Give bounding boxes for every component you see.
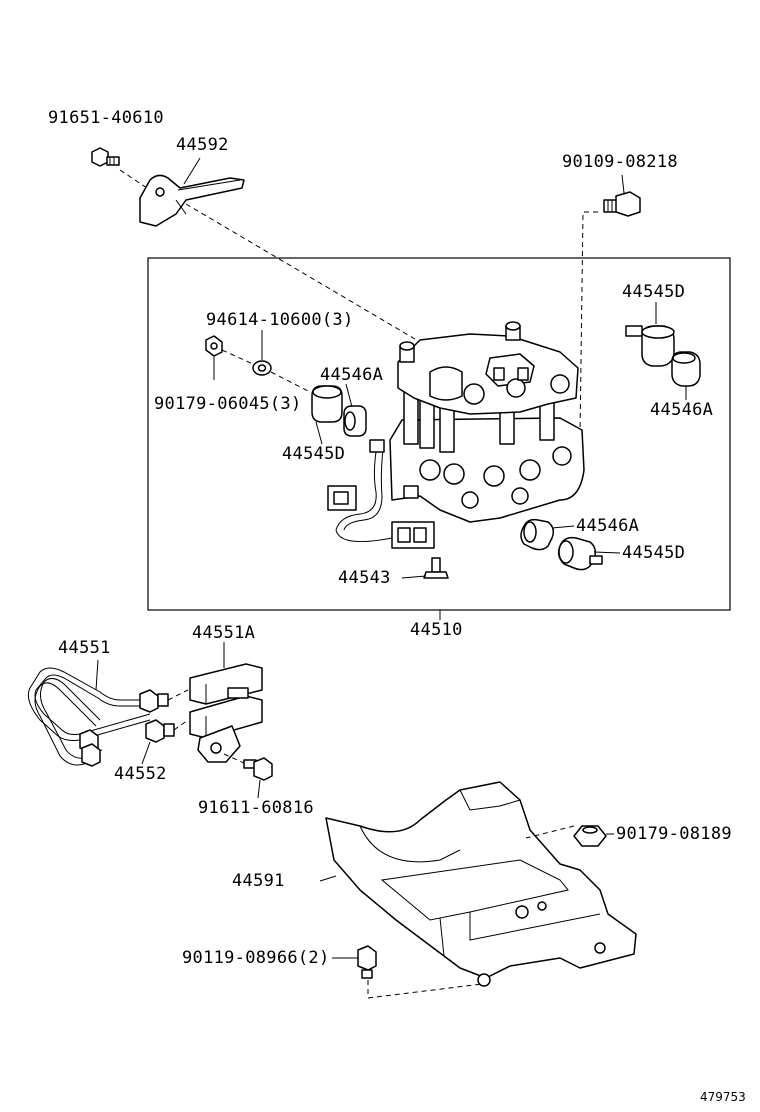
- label-44552: 44552: [114, 764, 167, 784]
- label-44545d-left: 44545D: [282, 444, 346, 464]
- label-91651-40610: 91651-40610: [48, 108, 164, 128]
- cylinder-44545d-left-icon: [311, 385, 343, 423]
- pin-44543-icon: [423, 557, 449, 579]
- bracket-44551a-icon: [189, 663, 263, 763]
- assembly-box-44510: [147, 257, 731, 611]
- label-44546a-right: 44546A: [650, 400, 714, 420]
- label-44551: 44551: [58, 638, 111, 658]
- cylinder-44545d-lower-icon: [557, 536, 603, 571]
- label-44546a-left: 44546A: [320, 365, 384, 385]
- label-90179-06045: 90179-06045(3): [154, 394, 302, 414]
- label-44545d-topright: 44545D: [622, 282, 686, 302]
- bolt-90109-icon: [603, 191, 641, 217]
- label-44546a-lower: 44546A: [576, 516, 640, 536]
- actuator-44510-icon: [327, 321, 585, 549]
- bolt-91651-icon: [91, 147, 120, 167]
- label-44591: 44591: [232, 871, 285, 891]
- nut-90179-08189-icon: [573, 825, 607, 847]
- bolt-91611-icon: [243, 757, 273, 781]
- label-90119-08966: 90119-08966(2): [182, 948, 330, 968]
- cylinder-44546a-lower-icon: [520, 518, 555, 551]
- bracket-44592-icon: [139, 174, 245, 227]
- label-44545d-lower: 44545D: [622, 543, 686, 563]
- cylinder-44545d-topright-icon: [625, 325, 675, 367]
- bolt-90119-icon: [357, 945, 377, 979]
- label-44551a: 44551A: [192, 623, 256, 643]
- label-44543: 44543: [338, 568, 391, 588]
- bracket-44591-icon: [325, 781, 637, 987]
- label-90179-08189: 90179-08189: [616, 824, 732, 844]
- label-94614-10600: 94614-10600(3): [206, 310, 354, 330]
- washer-94614-icon: [252, 360, 272, 376]
- cylinder-44546a-left-icon: [343, 405, 367, 437]
- label-91611-60816: 91611-60816: [198, 798, 314, 818]
- label-44592: 44592: [176, 135, 229, 155]
- label-90109-08218: 90109-08218: [562, 152, 678, 172]
- label-44510: 44510: [410, 620, 463, 640]
- tube-44551-icon: [27, 667, 175, 767]
- figure-id: 479753: [700, 1090, 746, 1104]
- nut-90179-06045-icon: [205, 335, 223, 357]
- cylinder-44546a-right-icon: [671, 351, 701, 387]
